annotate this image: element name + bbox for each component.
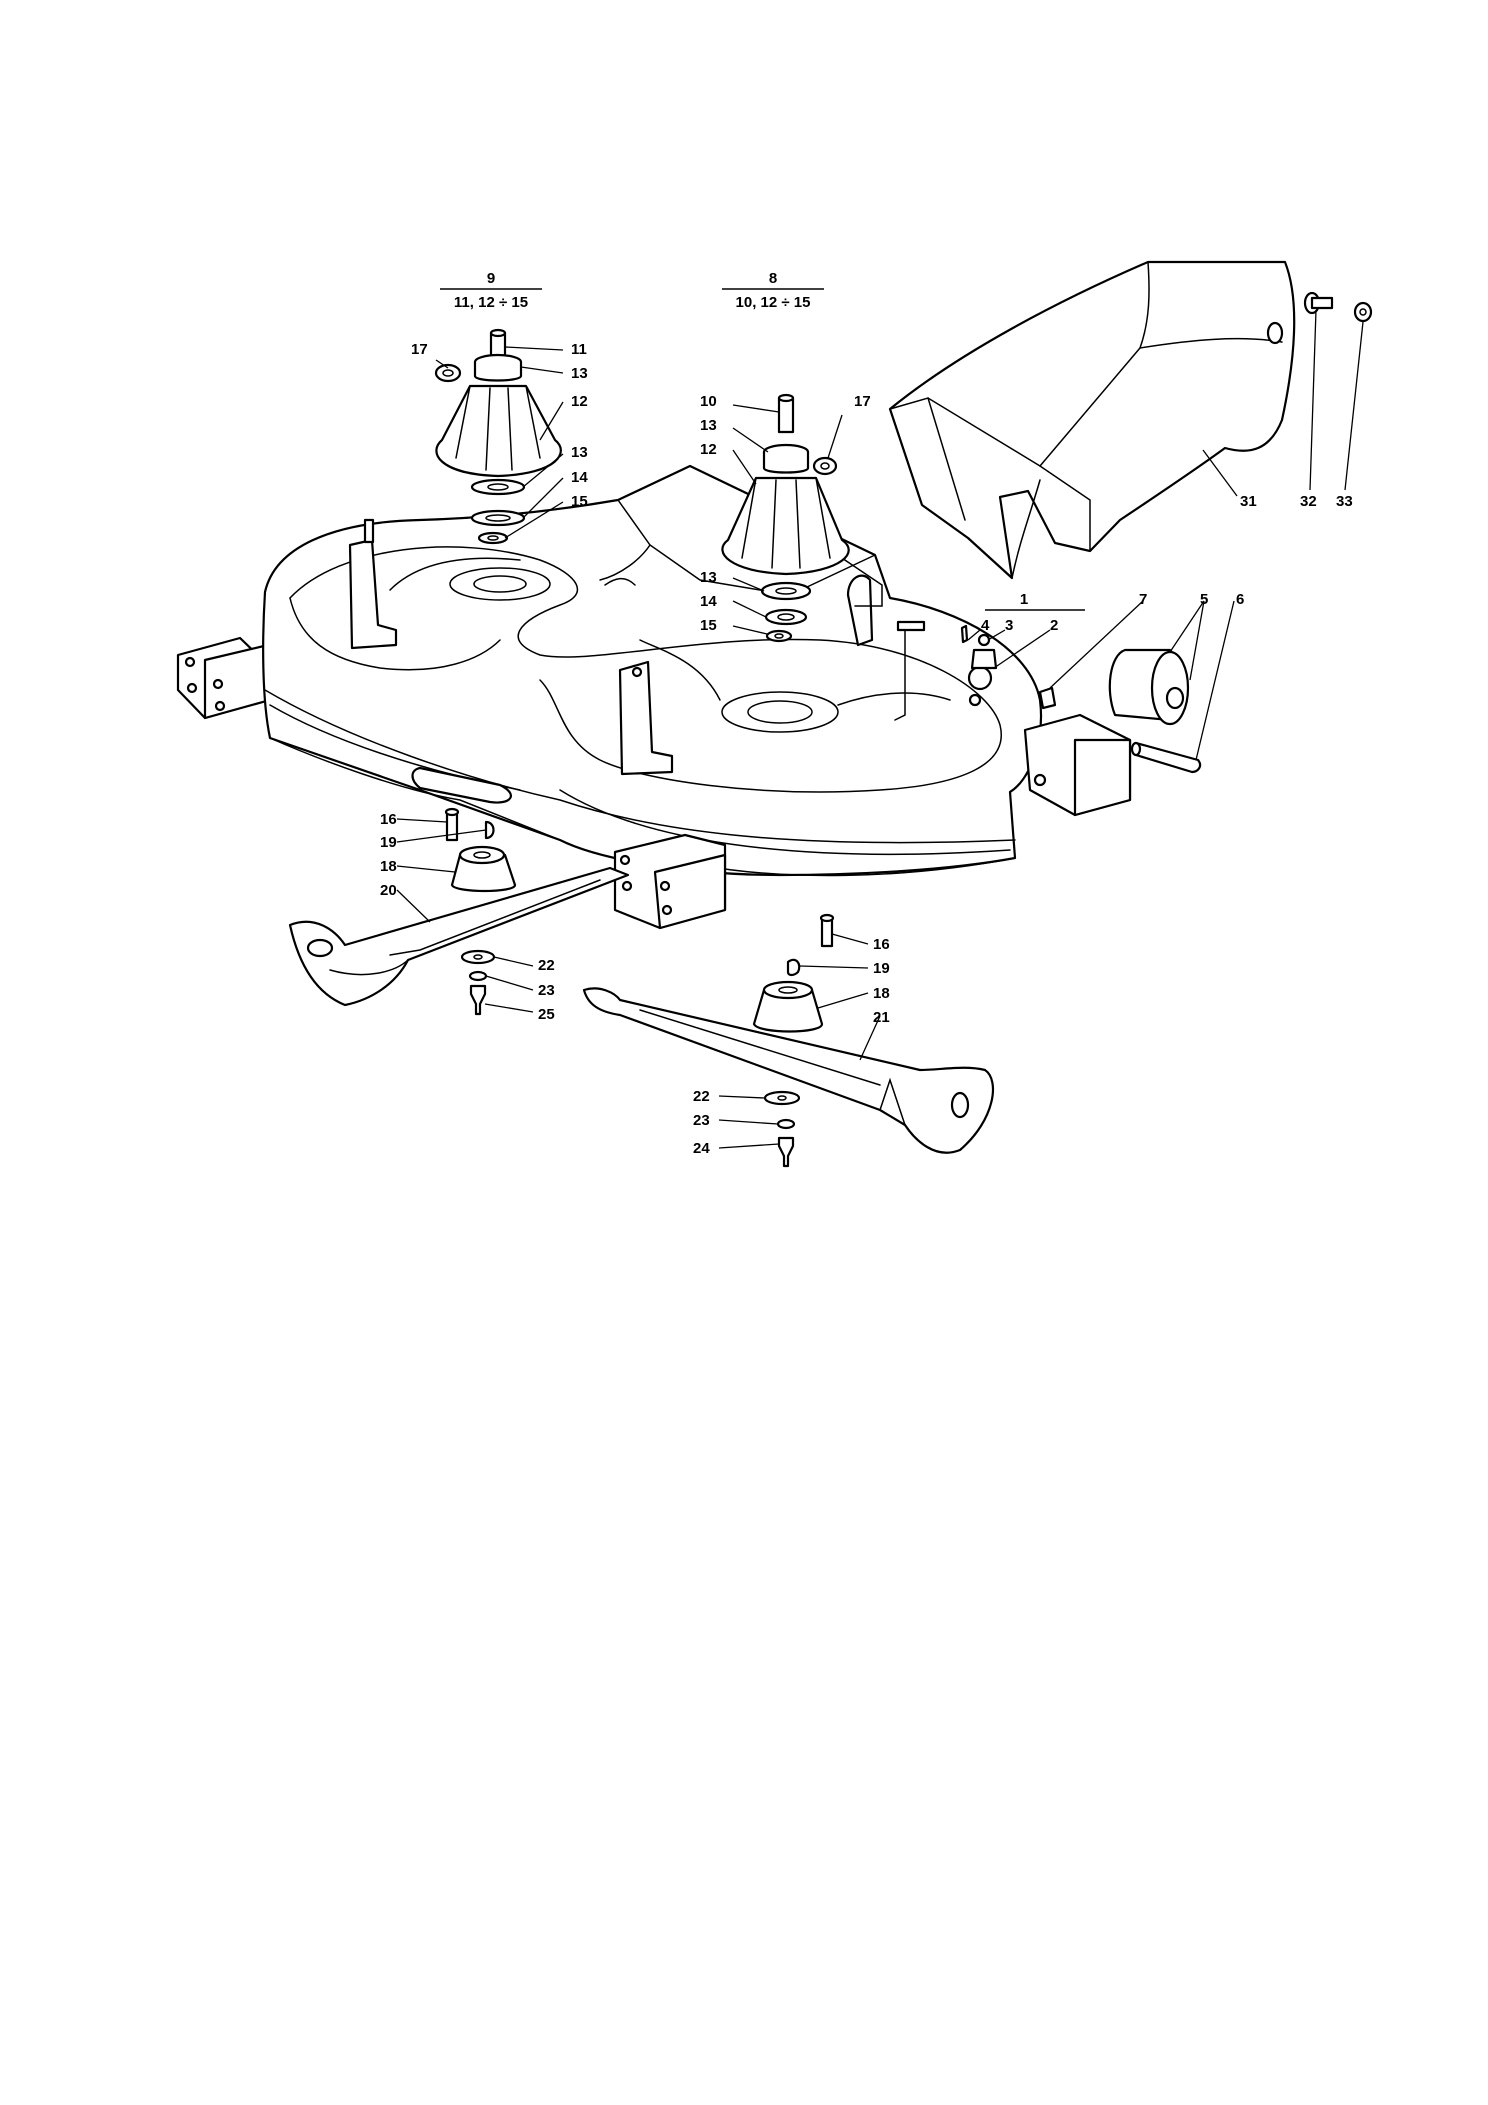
callout-17-left: 17	[411, 341, 428, 358]
callout-2: 2	[1050, 617, 1058, 634]
callout-22-left: 22	[538, 957, 555, 974]
callout-16-right: 16	[873, 936, 890, 953]
anti-scalp-roller	[1108, 648, 1202, 774]
assembly-8-number: 8	[769, 270, 777, 287]
deck-clip	[1038, 686, 1057, 710]
nut-33	[1353, 301, 1373, 323]
callout-7: 7	[1139, 591, 1147, 608]
assembly-label-8: 8 10, 12 ÷ 15	[722, 270, 824, 311]
callout-19-right: 19	[873, 960, 890, 977]
callout-12-left: 12	[571, 393, 588, 410]
leader-lines	[396, 309, 1364, 1149]
callout-5: 5	[1200, 591, 1208, 608]
callout-11: 11	[571, 341, 587, 358]
callout-16-left: 16	[380, 811, 397, 828]
callout-14-center: 14	[700, 593, 717, 610]
center-nut-17	[812, 456, 838, 476]
cutting-deck	[176, 464, 1132, 930]
callout-13-left-bottom: 13	[571, 444, 588, 461]
assembly-9-number: 9	[487, 270, 495, 287]
discharge-chute	[888, 260, 1296, 580]
callout-10: 10	[700, 393, 717, 410]
callout-4: 4	[981, 617, 990, 634]
callout-18-left: 18	[380, 858, 397, 875]
callout-labels: 11 13 17 12 13 14 15 10 13 17 12 13 14 1…	[380, 341, 1353, 1157]
center-spindle-assembly	[721, 393, 850, 643]
callout-32: 32	[1300, 493, 1317, 510]
right-blade-assembly	[582, 913, 995, 1168]
left-spindle-assembly	[435, 328, 562, 545]
callout-25: 25	[538, 1006, 555, 1023]
callout-17-center: 17	[854, 393, 871, 410]
assembly-label-1: 1	[985, 591, 1085, 611]
callout-12-center: 12	[700, 441, 717, 458]
callout-15-center: 15	[700, 617, 717, 634]
callout-22-right: 22	[693, 1088, 710, 1105]
callout-13-left-top: 13	[571, 365, 588, 382]
callout-3: 3	[1005, 617, 1013, 634]
callout-33: 33	[1336, 493, 1353, 510]
left-blade-assembly	[288, 807, 630, 1016]
assembly-8-contents: 10, 12 ÷ 15	[736, 294, 811, 311]
callout-13-center-bottom: 13	[700, 569, 717, 586]
callout-21: 21	[873, 1009, 890, 1026]
callout-24: 24	[693, 1140, 710, 1157]
callout-20: 20	[380, 882, 397, 899]
left-nut-17	[434, 363, 462, 383]
callout-23-left: 23	[538, 982, 555, 999]
assembly-label-9: 9 11, 12 ÷ 15	[440, 270, 542, 311]
callout-19-left: 19	[380, 834, 397, 851]
callout-18-right: 18	[873, 985, 890, 1002]
callout-31: 31	[1240, 493, 1257, 510]
callout-13-center-top: 13	[700, 417, 717, 434]
callout-14-left: 14	[571, 469, 588, 486]
callout-15-left: 15	[571, 493, 588, 510]
assembly-9-contents: 11, 12 ÷ 15	[454, 294, 528, 311]
callout-6: 6	[1236, 591, 1244, 608]
fastener-group-1	[960, 624, 998, 670]
screw-32	[1303, 291, 1334, 315]
assembly-1-number: 1	[1020, 591, 1028, 608]
callout-23-right: 23	[693, 1112, 710, 1129]
